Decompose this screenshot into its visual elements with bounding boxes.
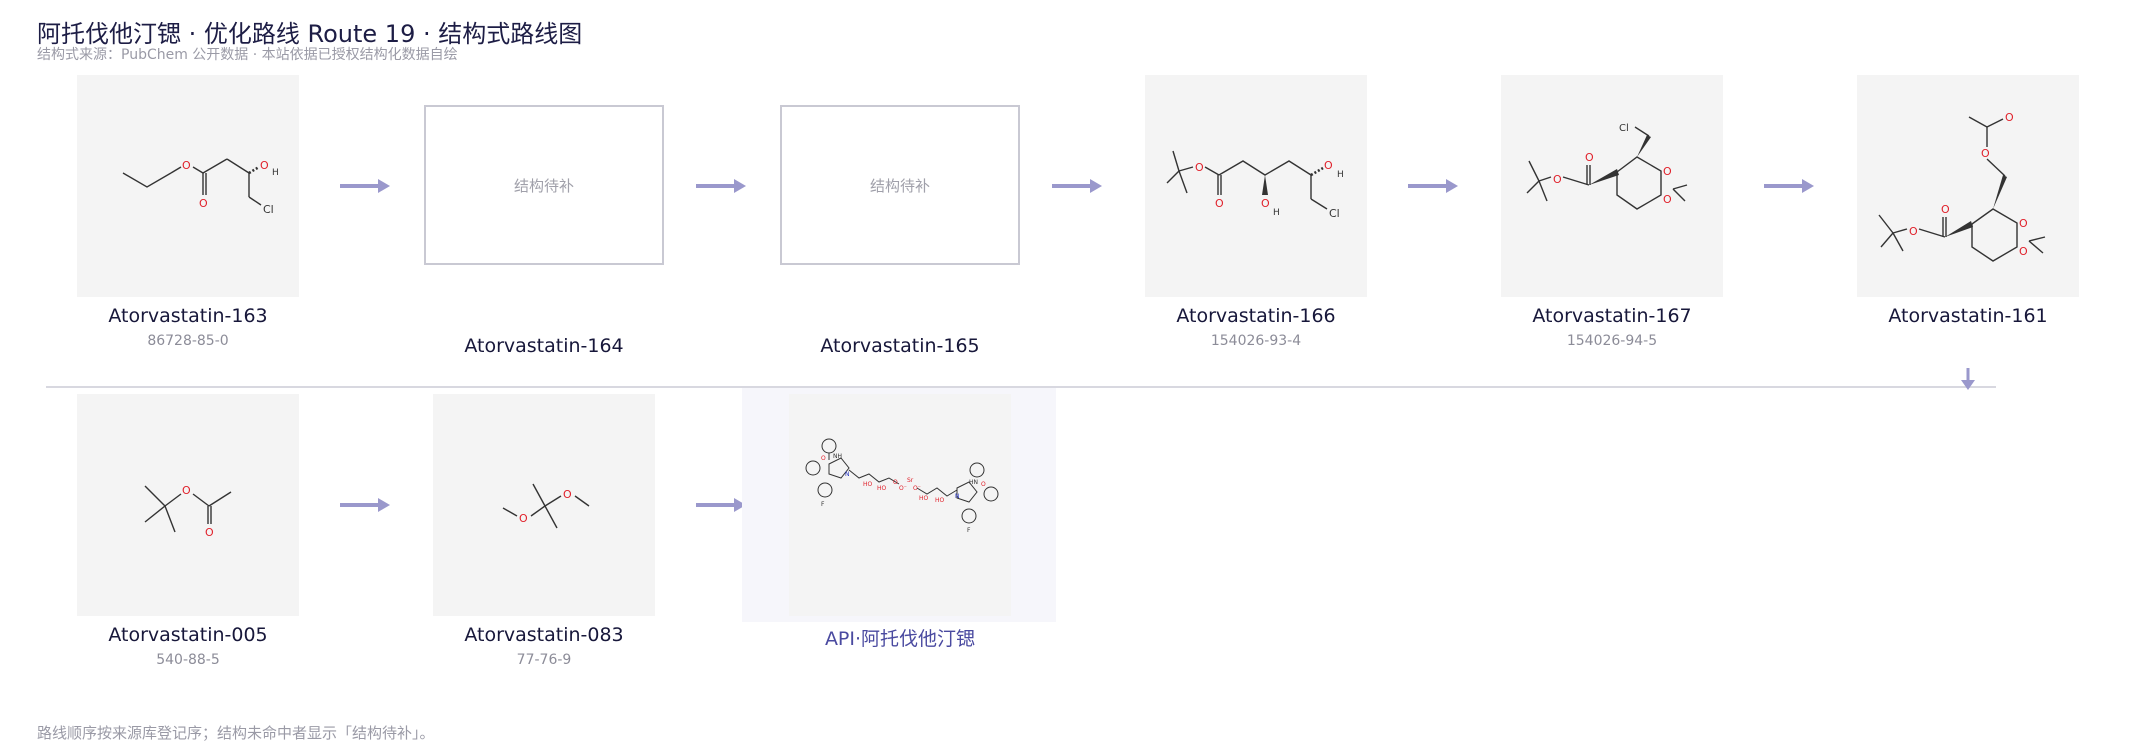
svg-text:O: O — [1585, 151, 1594, 164]
route-arrow-5 — [1764, 179, 1814, 193]
node-name: Atorvastatin-167 — [1532, 305, 1692, 327]
node-name: API·阿托伐他汀锶 — [824, 628, 976, 650]
svg-text:O: O — [2019, 217, 2028, 230]
route-node-166[interactable]: O O O H O H Cl Atorvastatin-166 154026-9… — [1106, 75, 1406, 349]
route-arrow-6 — [340, 498, 390, 512]
route-node-167[interactable]: O O O O Cl Atorvastatin-167 154026-94-5 — [1462, 75, 1762, 349]
node-name: Atorvastatin-083 — [464, 624, 624, 646]
structure-api-image: O NH N F HO HO O O⁻ Sr O⁻ HO HO N HN O F — [789, 394, 1011, 616]
route-arrow-down — [1961, 368, 1975, 390]
svg-text:Cl: Cl — [263, 203, 274, 216]
svg-text:O: O — [1261, 197, 1270, 210]
svg-text:HO: HO — [935, 497, 945, 504]
node-cas: 540-88-5 — [156, 652, 220, 668]
svg-text:O: O — [205, 526, 214, 539]
svg-text:O: O — [1941, 203, 1950, 216]
route-arrow-2 — [696, 179, 746, 193]
svg-text:O: O — [981, 481, 986, 488]
svg-text:N: N — [845, 471, 850, 478]
svg-text:O: O — [1663, 165, 1672, 178]
svg-text:O: O — [1553, 173, 1562, 186]
node-name: Atorvastatin-165 — [820, 335, 980, 357]
svg-text:O: O — [2019, 245, 2028, 258]
node-name: Atorvastatin-166 — [1176, 305, 1336, 327]
svg-text:O⁻: O⁻ — [899, 485, 907, 492]
svg-text:O: O — [2005, 111, 2014, 124]
route-arrow-1 — [340, 179, 390, 193]
node-name: Atorvastatin-164 — [464, 335, 624, 357]
node-name: Atorvastatin-005 — [108, 624, 268, 646]
route-node-api[interactable]: O NH N F HO HO O O⁻ Sr O⁻ HO HO N HN O F… — [750, 394, 1050, 657]
svg-text:F: F — [821, 501, 825, 508]
svg-text:O: O — [1195, 161, 1204, 174]
footer-note: 路线顺序按来源库登记序；结构未命中者显示「结构待补」。 — [37, 724, 435, 742]
route-node-165[interactable]: 结构待补 Atorvastatin-165 — [750, 75, 1050, 363]
svg-text:N: N — [955, 493, 960, 500]
svg-text:O: O — [1663, 193, 1672, 206]
route-node-005[interactable]: O O Atorvastatin-005 540-88-5 — [38, 394, 338, 668]
svg-text:Cl: Cl — [1619, 123, 1629, 134]
svg-text:O: O — [1324, 159, 1333, 172]
route-arrow-3 — [1052, 179, 1102, 193]
route-node-083[interactable]: O O Atorvastatin-083 77-76-9 — [394, 394, 694, 668]
svg-text:H: H — [272, 168, 279, 178]
svg-text:Sr: Sr — [907, 477, 914, 484]
structure-167-image: O O O O Cl — [1501, 75, 1723, 297]
row-separator-line — [46, 386, 1996, 388]
structure-163-image: O O O H Cl — [77, 75, 299, 297]
svg-text:O: O — [199, 197, 208, 210]
svg-text:HO: HO — [877, 485, 887, 492]
node-name: Atorvastatin-161 — [1888, 305, 2048, 327]
svg-text:O: O — [519, 512, 528, 525]
svg-text:H: H — [1337, 170, 1344, 180]
route-arrow-7 — [696, 498, 746, 512]
route-node-163[interactable]: O O O H Cl Atorvastatin-163 86728-85-0 — [38, 75, 338, 349]
svg-text:NH: NH — [833, 453, 842, 460]
structure-083-image: O O — [433, 394, 655, 616]
route-arrow-4 — [1408, 179, 1458, 193]
svg-text:O: O — [563, 488, 572, 501]
page-subtitle: 结构式来源：PubChem 公开数据 · 本站依据已授权结构化数据自绘 — [37, 47, 458, 63]
page-title: 阿托伐他汀锶 · 优化路线 Route 19 · 结构式路线图 — [37, 20, 583, 48]
svg-text:O: O — [260, 159, 269, 172]
node-cas: 86728-85-0 — [147, 333, 229, 349]
svg-text:HO: HO — [863, 481, 873, 488]
svg-text:O: O — [893, 479, 898, 486]
node-cas: 154026-93-4 — [1210, 333, 1302, 349]
svg-text:O: O — [821, 455, 826, 462]
svg-text:HO: HO — [919, 495, 929, 502]
structure-placeholder: 结构待补 — [424, 105, 664, 265]
structure-placeholder: 结构待补 — [780, 105, 1020, 265]
svg-text:O: O — [182, 159, 191, 172]
svg-text:HN: HN — [969, 479, 978, 486]
svg-text:F: F — [967, 527, 971, 534]
svg-text:Cl: Cl — [1329, 207, 1340, 220]
svg-text:O: O — [1215, 197, 1224, 210]
structure-005-image: O O — [77, 394, 299, 616]
structure-161-image: O O O O O O — [1857, 75, 2079, 297]
svg-text:O: O — [182, 484, 191, 497]
route-node-164[interactable]: 结构待补 Atorvastatin-164 — [394, 75, 694, 363]
node-name: Atorvastatin-163 — [108, 305, 268, 327]
svg-text:O: O — [1981, 147, 1990, 160]
node-cas: 77-76-9 — [516, 652, 572, 668]
svg-text:H: H — [1273, 208, 1280, 218]
node-cas: 154026-94-5 — [1566, 333, 1658, 349]
structure-166-image: O O O H O H Cl — [1145, 75, 1367, 297]
svg-text:O: O — [1909, 225, 1918, 238]
route-node-161[interactable]: O O O O O O Atorvastatin-161 — [1818, 75, 2118, 333]
